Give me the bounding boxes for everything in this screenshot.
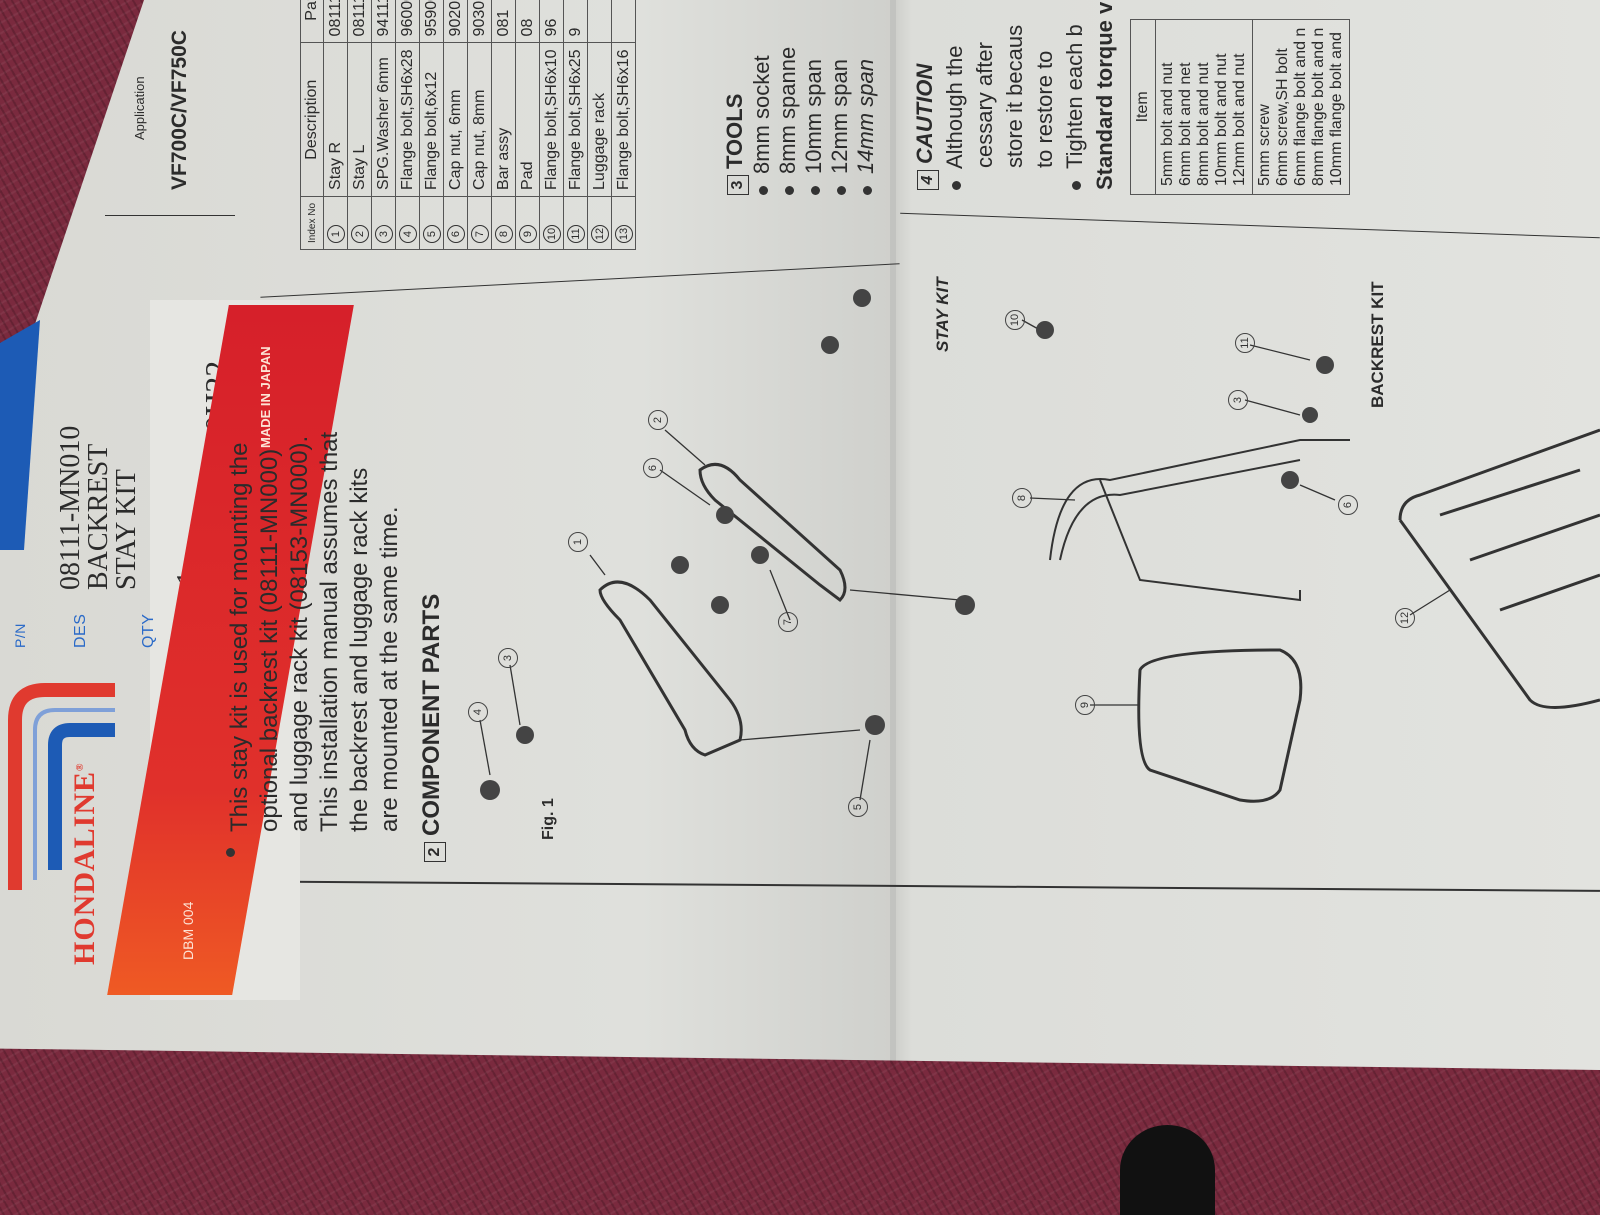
luggage-rack-icon: [1398, 428, 1600, 709]
shoe-tip: [1120, 1125, 1215, 1215]
callout-5: 5: [848, 797, 868, 817]
stay-l-bracket-icon: [698, 462, 847, 602]
app-box-line: [105, 215, 235, 216]
callout-8: 8: [1012, 488, 1032, 508]
hondaline-stripes-icon: [8, 683, 115, 890]
callout-1: 1: [568, 532, 588, 552]
exploded-diagram: [479, 289, 1600, 803]
paper-fold: [890, 0, 896, 1070]
callout-3: 3: [498, 648, 518, 668]
callout-7: 7: [778, 612, 798, 632]
leader-lines: [479, 319, 1451, 801]
backrest-bar-icon: [1049, 439, 1350, 602]
intro-bullet: [226, 848, 235, 857]
fastener-icons: [480, 289, 1334, 800]
callout-6b: 6: [1338, 495, 1358, 515]
callout-2: 2: [648, 410, 668, 430]
callout-4: 4: [468, 702, 488, 722]
callout-9: 9: [1075, 695, 1095, 715]
callout-12: 12: [1395, 608, 1415, 628]
callout-11: 11: [1235, 333, 1255, 353]
hondaline-logo: [5, 680, 125, 910]
callout-3b: 3: [1228, 390, 1248, 410]
callout-10: 10: [1005, 310, 1025, 330]
callout-6: 6: [643, 458, 663, 478]
pad-icon: [1137, 648, 1303, 803]
